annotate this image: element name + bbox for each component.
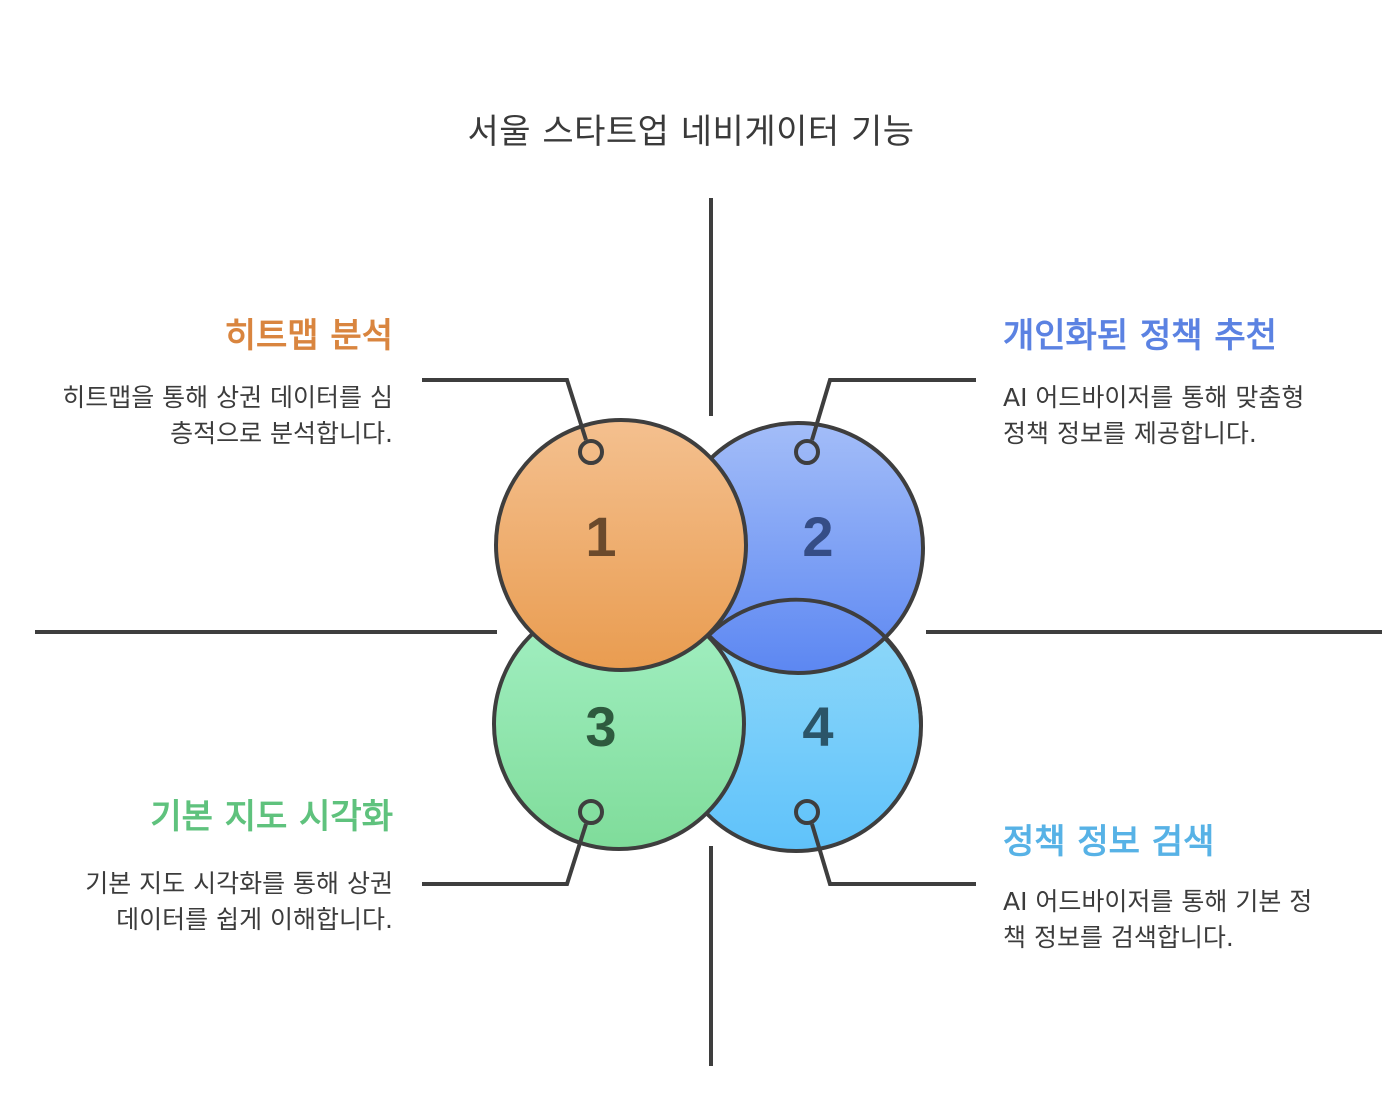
- connector-4: [810, 823, 976, 886]
- circle-number-1: 1: [585, 505, 616, 568]
- diagram-title: 서울 스타트업 네비게이터 기능: [467, 112, 915, 152]
- connector-1: [422, 378, 588, 441]
- feature-description-4: AI 어드바이저를 통해 기본 정책 정보를 검색합니다.: [1003, 887, 1313, 952]
- connector-dot-3: [578, 799, 604, 825]
- circle-4-outline-overlap: [706, 597, 924, 727]
- connector-dot-1: [578, 439, 604, 465]
- feature-description-3: 기본 지도 시각화를 통해 상권 데이터를 쉽게 이해합니다.: [85, 869, 393, 934]
- connector-dot-2: [794, 439, 820, 465]
- connector-dot-4: [794, 799, 820, 825]
- circle-number-4: 4: [802, 695, 833, 758]
- feature-description-2: AI 어드바이저를 통해 맞춤형 정책 정보를 제공합니다.: [1003, 383, 1305, 448]
- connector-3: [422, 823, 588, 886]
- circle-number-2: 2: [802, 505, 833, 568]
- feature-heading-2: 개인화된 정책 추천: [1003, 316, 1277, 356]
- connector-2: [810, 378, 976, 441]
- feature-heading-4: 정책 정보 검색: [1003, 822, 1215, 862]
- feature-heading-1: 히트맵 분석: [224, 316, 393, 356]
- circle-1: [494, 418, 748, 672]
- feature-heading-3: 기본 지도 시각화: [150, 797, 393, 837]
- feature-description-1: 히트맵을 통해 상권 데이터를 심층적으로 분석합니다.: [62, 383, 393, 448]
- circle-number-3: 3: [585, 695, 616, 758]
